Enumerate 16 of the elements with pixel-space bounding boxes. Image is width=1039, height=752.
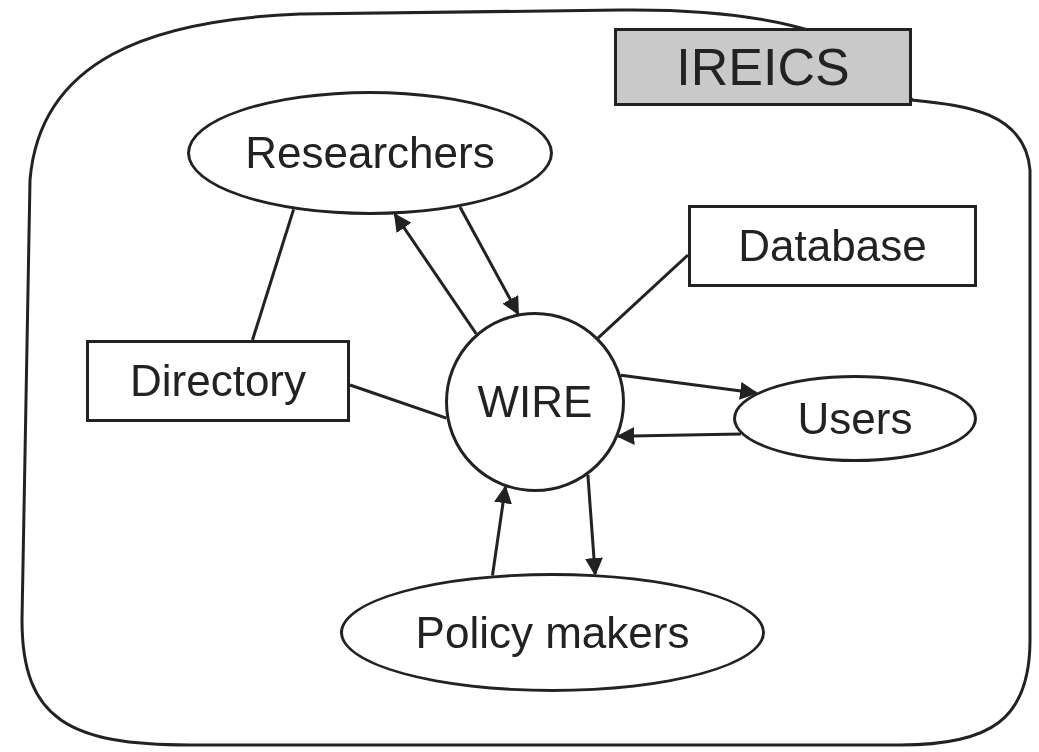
arrow <box>584 474 603 576</box>
arrow <box>620 373 759 400</box>
connector-line <box>251 208 296 341</box>
process-box: Directory <box>86 340 350 422</box>
ellipse-node: Policy makers <box>340 573 765 692</box>
system-title: IREICS <box>614 28 912 106</box>
connector-line <box>597 253 689 339</box>
arrow <box>458 206 520 316</box>
ellipse-node: Users <box>733 375 977 462</box>
circle-node: WIRE <box>445 312 625 492</box>
ellipse-node: Researchers <box>187 91 553 215</box>
arrow <box>616 426 741 445</box>
arrow <box>490 485 512 576</box>
arrow <box>393 212 478 335</box>
process-box: Database <box>688 205 977 287</box>
connector-line <box>349 383 447 420</box>
